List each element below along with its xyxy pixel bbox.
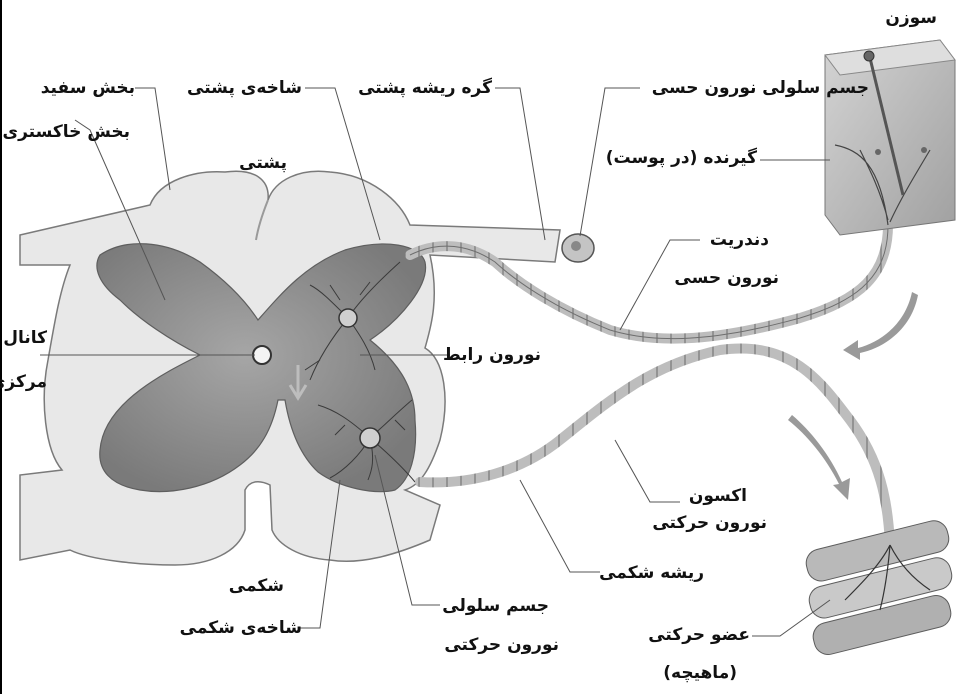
label-motor-cell-body-line2: نورون حرکتی: [444, 637, 559, 654]
label-dorsal-horn: شاخه‌ی پشتی: [187, 80, 302, 97]
label-ventral: شکمی: [229, 578, 284, 595]
label-motor-cell-body-line1: جسم سلولی: [442, 598, 549, 615]
label-effector-line1: عضو حرکتی: [648, 627, 750, 644]
label-sensory-cell-body: جسم سلولی نورون حسی: [652, 80, 869, 97]
label-interneuron: نورون رابط: [443, 347, 541, 364]
motor-neuron-cell-body: [360, 428, 380, 448]
label-needle: سوزن: [885, 10, 937, 27]
label-white-matter: بخش سفید: [41, 80, 135, 97]
arrow-motor-direction: [788, 415, 850, 500]
label-ventral-horn: شاخه‌ی شکمی: [180, 620, 302, 637]
label-dendrite: دندریت: [710, 232, 769, 249]
label-axon: اکسون: [689, 488, 747, 505]
label-central-canal-line2: مرکزی: [0, 374, 47, 391]
arrow-sensory-direction: [843, 292, 918, 360]
label-gray-matter: بخش خاکستری: [3, 124, 131, 141]
label-central-canal-line1: کانال: [3, 330, 47, 347]
label-dorsal-root-ganglion: گره ریشه پشتی: [358, 80, 492, 97]
label-sensory-neuron: نورون حسی: [674, 270, 779, 287]
label-dorsal: پشتی: [239, 155, 287, 172]
label-effector-line2: (ماهیچه): [663, 665, 737, 682]
label-receptor: گیرنده (در پوست): [606, 150, 757, 167]
direction-arrows: [788, 292, 918, 500]
muscle: [803, 518, 954, 658]
interneuron-cell-body: [339, 309, 357, 327]
central-canal: [253, 346, 271, 364]
label-ventral-root: ریشه شکمی: [599, 565, 704, 582]
label-motor-neuron-axon: نورون حرکتی: [652, 515, 767, 532]
